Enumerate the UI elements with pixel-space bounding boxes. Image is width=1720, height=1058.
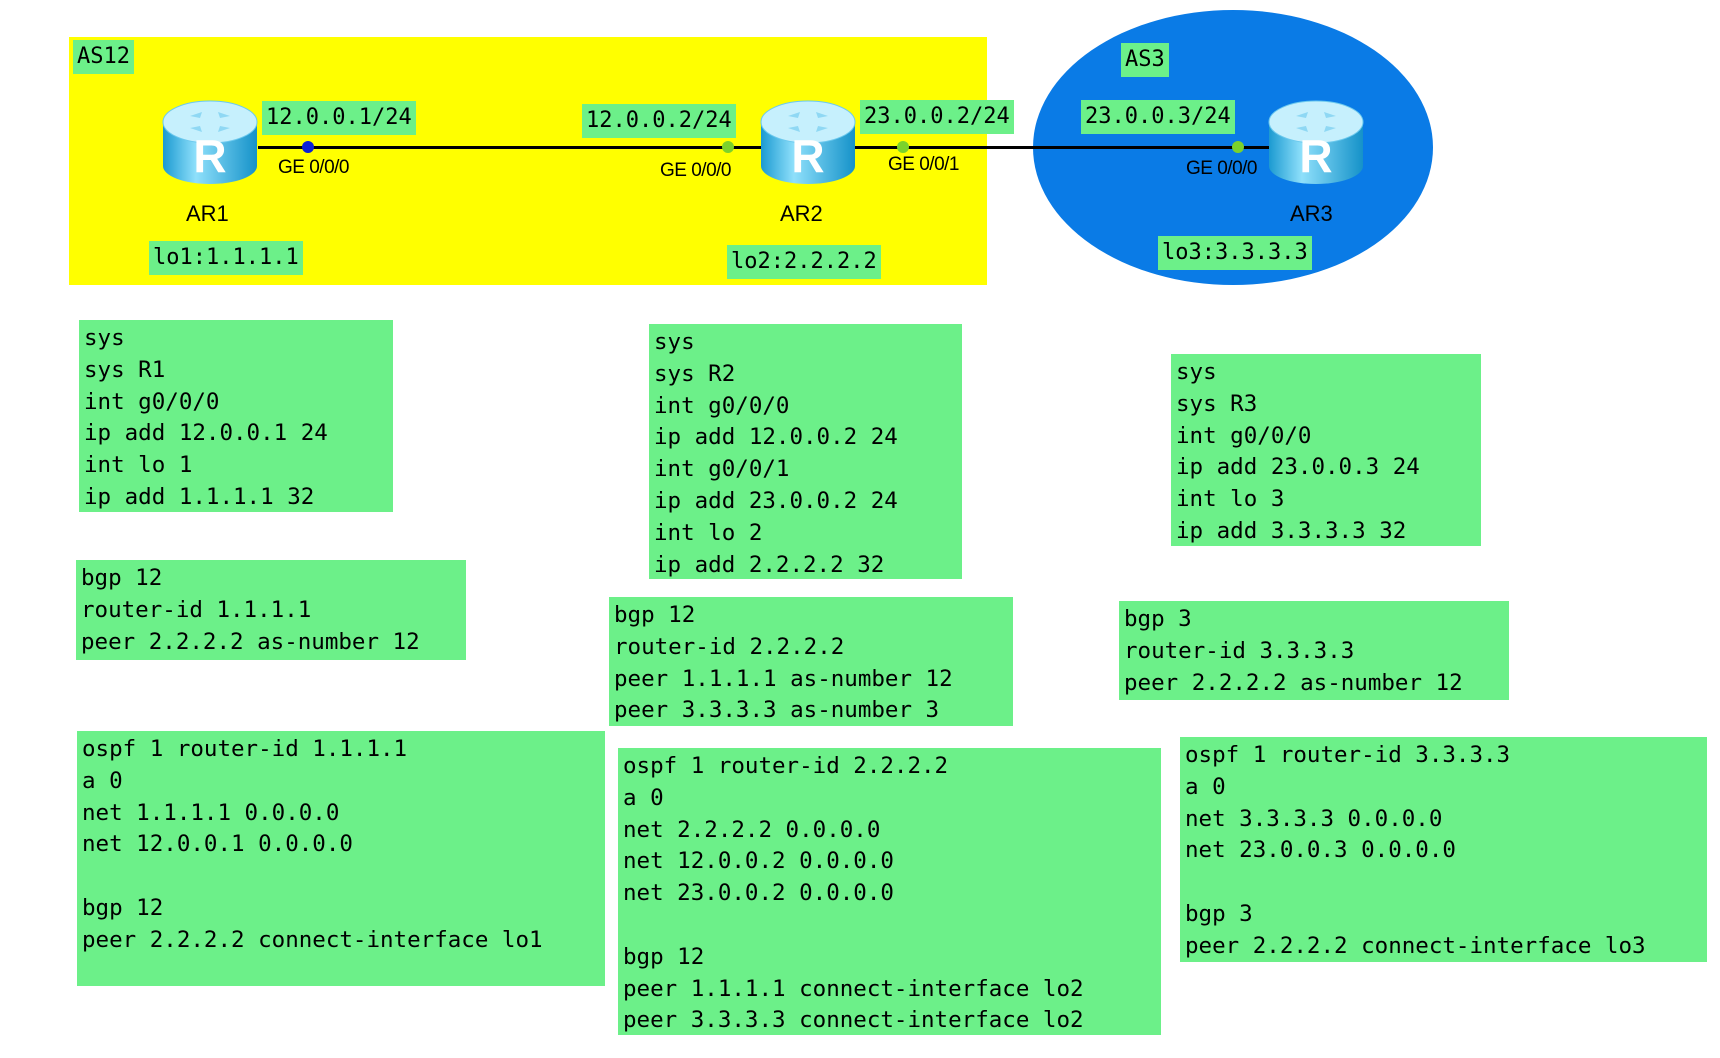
ar2-base-config: sys sys R2 int g0/0/0 ip add 12.0.0.2 24… bbox=[649, 324, 962, 579]
ar2-port0-label: GE 0/0/0 bbox=[660, 160, 732, 181]
router-ar2-icon[interactable]: R bbox=[758, 96, 858, 188]
ar3-base-config: sys sys R3 int g0/0/0 ip add 23.0.0.3 24… bbox=[1171, 354, 1481, 546]
ar2-port0-dot bbox=[722, 141, 734, 153]
ar1-port-label: GE 0/0/0 bbox=[278, 157, 350, 178]
router-glyph: R bbox=[193, 130, 226, 182]
ar2-ip1-label: 23.0.0.2/24 bbox=[860, 100, 1014, 134]
ar3-port-dot bbox=[1232, 141, 1244, 153]
link-ar2-ar3 bbox=[849, 146, 1269, 149]
as3-label: AS3 bbox=[1121, 43, 1169, 77]
router-glyph: R bbox=[1299, 130, 1332, 182]
ar1-port-dot bbox=[302, 141, 314, 153]
ar2-ospf-config: ospf 1 router-id 2.2.2.2 a 0 net 2.2.2.2… bbox=[618, 748, 1161, 1035]
ar2-port1-label: GE 0/0/1 bbox=[888, 154, 960, 175]
ar3-port-label: GE 0/0/0 bbox=[1186, 158, 1258, 179]
ar2-loopback-label: lo2:2.2.2.2 bbox=[727, 245, 881, 279]
ar2-ip0-label: 12.0.0.2/24 bbox=[582, 104, 736, 138]
ar1-name: AR1 bbox=[186, 201, 229, 226]
ar1-ospf-config: ospf 1 router-id 1.1.1.1 a 0 net 1.1.1.1… bbox=[77, 731, 605, 986]
ar1-base-config: sys sys R1 int g0/0/0 ip add 12.0.0.1 24… bbox=[79, 320, 393, 512]
ar3-loopback-label: lo3:3.3.3.3 bbox=[1158, 236, 1312, 270]
ar1-loopback-label: lo1:1.1.1.1 bbox=[149, 241, 303, 275]
ar3-ospf-config: ospf 1 router-id 3.3.3.3 a 0 net 3.3.3.3… bbox=[1180, 737, 1707, 962]
ar1-ip-label: 12.0.0.1/24 bbox=[262, 101, 416, 135]
router-glyph: R bbox=[791, 130, 824, 182]
ar3-ip-label: 23.0.0.3/24 bbox=[1081, 100, 1235, 134]
router-ar1-icon[interactable]: R bbox=[160, 96, 260, 188]
ar1-bgp-config: bgp 12 router-id 1.1.1.1 peer 2.2.2.2 as… bbox=[76, 560, 466, 660]
as12-label: AS12 bbox=[73, 40, 134, 74]
ar3-bgp-config: bgp 3 router-id 3.3.3.3 peer 2.2.2.2 as-… bbox=[1119, 601, 1509, 700]
ar2-name: AR2 bbox=[780, 201, 823, 226]
ar2-bgp-config: bgp 12 router-id 2.2.2.2 peer 1.1.1.1 as… bbox=[609, 597, 1013, 726]
link-ar1-ar2 bbox=[258, 146, 763, 149]
router-ar3-icon[interactable]: R bbox=[1266, 96, 1366, 188]
ar2-port1-dot bbox=[897, 141, 909, 153]
ar3-name: AR3 bbox=[1290, 201, 1333, 226]
